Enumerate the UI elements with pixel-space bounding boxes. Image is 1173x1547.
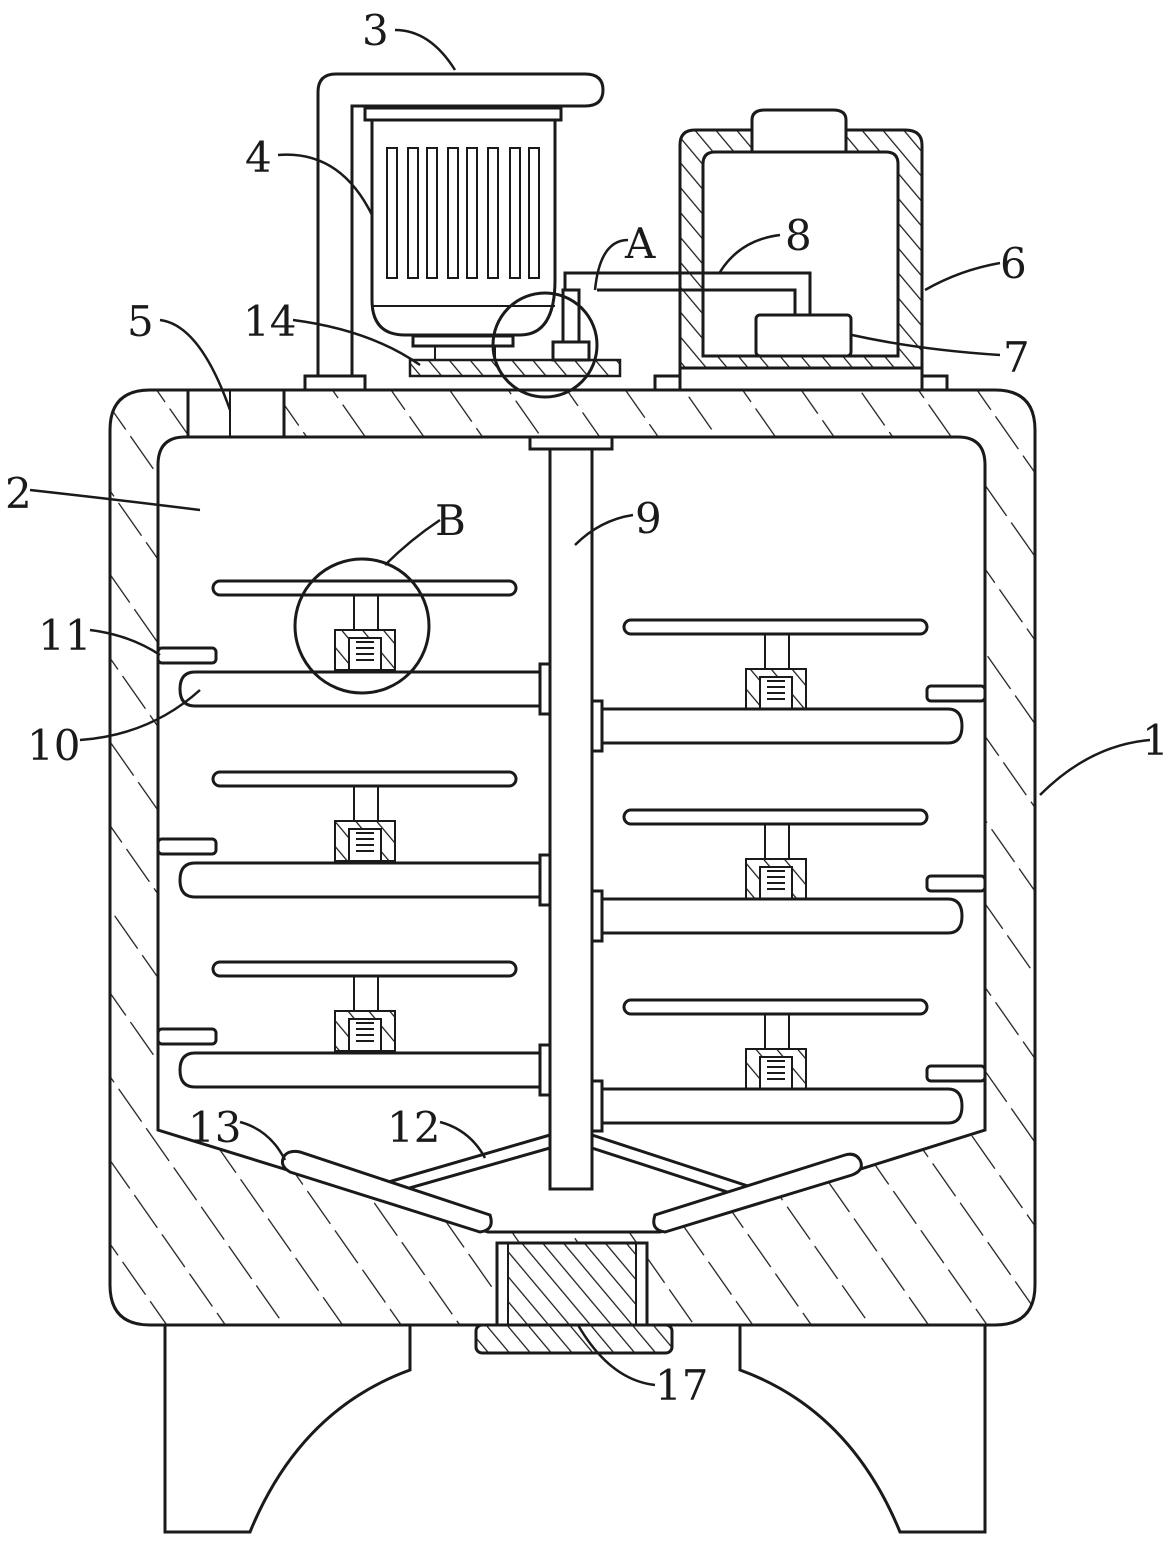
label-B: B (435, 496, 466, 545)
label-10: 10 (27, 721, 80, 770)
discharge-plug (474, 1241, 674, 1355)
leader-lines (29, 28, 1151, 1387)
tank-legs (163, 1323, 987, 1534)
detail-circle-A (491, 291, 599, 399)
label-12: 12 (387, 1103, 440, 1152)
feed-inlet (186, 388, 286, 439)
detail-circle-B (293, 557, 431, 695)
label-4: 4 (245, 133, 272, 182)
pump-housing (653, 108, 949, 392)
label-A: A (624, 219, 656, 268)
label-6: 6 (1000, 239, 1027, 288)
label-2: 2 (5, 469, 32, 518)
left-blades (156, 579, 552, 1097)
label-5: 5 (127, 297, 154, 346)
label-14: 14 (243, 297, 296, 346)
label-17: 17 (655, 1361, 708, 1410)
wall-scraper (156, 646, 218, 665)
label-11: 11 (38, 611, 91, 660)
pump (754, 313, 853, 358)
label-13: 13 (188, 1103, 241, 1152)
label-7: 7 (1003, 333, 1030, 382)
motor (363, 106, 563, 348)
part-labels: 3 4 5 14 A 8 6 7 2 B 9 11 1 10 13 12 17 (5, 6, 1169, 1410)
stirring-shaft (528, 435, 614, 1191)
label-8: 8 (785, 211, 812, 260)
motor-bracket (303, 72, 605, 392)
bottom-scrapers (280, 1132, 863, 1234)
label-3: 3 (362, 6, 389, 55)
right-blades (590, 618, 987, 1133)
motor-vents (386, 147, 540, 279)
label-1: 1 (1142, 716, 1169, 765)
label-9: 9 (635, 494, 662, 543)
